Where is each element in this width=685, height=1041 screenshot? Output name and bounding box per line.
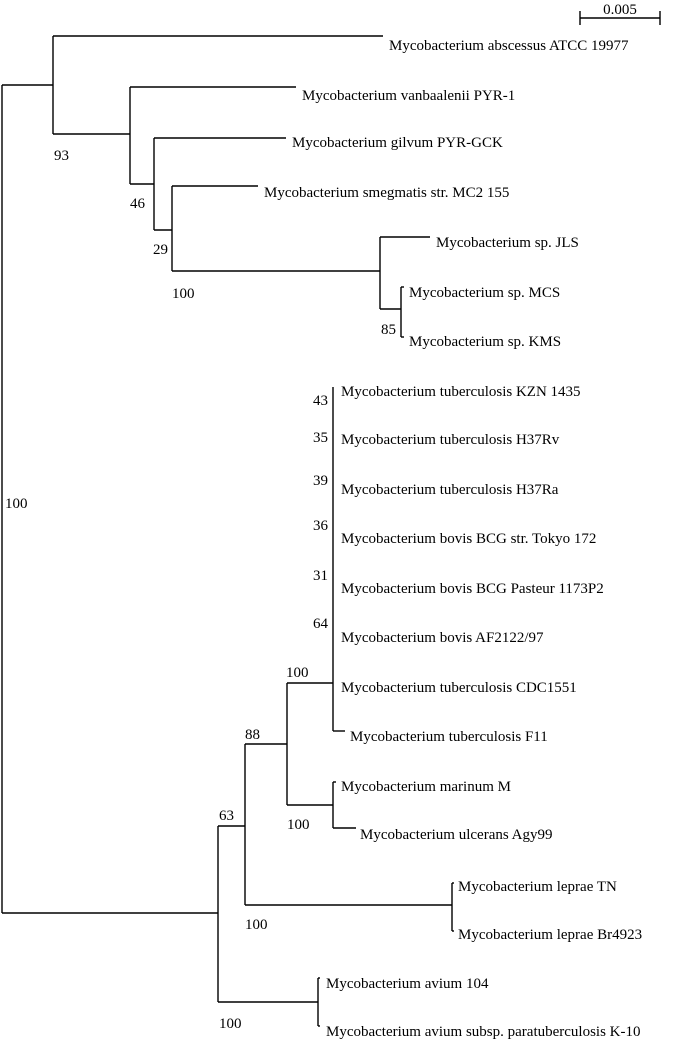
bootstrap-value: 100 [286, 665, 309, 681]
bootstrap-value: 43 [313, 393, 328, 409]
taxon-label: Mycobacterium tuberculosis F11 [350, 729, 548, 745]
bootstrap-values: 93 46 29 100 85 100 43 35 39 36 31 64 10… [5, 148, 396, 1032]
taxon-label: Mycobacterium sp. KMS [409, 334, 561, 350]
taxon-label: Mycobacterium marinum M [341, 779, 511, 795]
bootstrap-value: 39 [313, 473, 328, 489]
bootstrap-value: 64 [313, 616, 329, 632]
taxon-label: Mycobacterium abscessus ATCC 19977 [389, 38, 629, 54]
bootstrap-value: 35 [313, 430, 328, 446]
taxon-label: Mycobacterium bovis BCG Pasteur 1173P2 [341, 581, 604, 597]
taxon-label: Mycobacterium smegmatis str. MC2 155 [264, 185, 509, 201]
taxon-label: Mycobacterium gilvum PYR-GCK [292, 135, 503, 151]
bootstrap-value: 93 [54, 148, 69, 164]
taxon-label: Mycobacterium tuberculosis KZN 1435 [341, 384, 581, 400]
taxon-label: Mycobacterium bovis AF2122/97 [341, 630, 544, 646]
scale-bar: 0.005 [579, 2, 661, 25]
bootstrap-value: 46 [130, 196, 146, 212]
taxon-label: Mycobacterium sp. JLS [436, 235, 579, 251]
taxon-label: Mycobacterium vanbaalenii PYR-1 [302, 88, 515, 104]
bootstrap-value: 100 [5, 496, 28, 512]
bootstrap-value: 29 [153, 242, 168, 258]
taxon-label: Mycobacterium tuberculosis H37Ra [341, 482, 559, 498]
bootstrap-value: 63 [219, 808, 234, 824]
bootstrap-value: 100 [172, 286, 195, 302]
taxon-label: Mycobacterium leprae Br4923 [458, 927, 642, 943]
taxon-label: Mycobacterium avium 104 [326, 976, 489, 992]
taxon-label: Mycobacterium tuberculosis H37Rv [341, 432, 560, 448]
bootstrap-value: 85 [381, 322, 396, 338]
taxon-label: Mycobacterium leprae TN [458, 879, 617, 895]
bootstrap-value: 88 [245, 727, 260, 743]
scale-bar-label: 0.005 [603, 2, 637, 18]
taxon-label: Mycobacterium bovis BCG str. Tokyo 172 [341, 531, 596, 547]
bootstrap-value: 100 [245, 917, 268, 933]
bootstrap-value: 100 [287, 817, 310, 833]
taxon-labels: Mycobacterium abscessus ATCC 19977 Mycob… [264, 38, 642, 1040]
taxon-label: Mycobacterium ulcerans Agy99 [360, 827, 552, 843]
taxon-label: Mycobacterium avium subsp. paratuberculo… [326, 1024, 641, 1040]
taxon-label: Mycobacterium tuberculosis CDC1551 [341, 680, 577, 696]
tree-branches [1, 35, 454, 1027]
bootstrap-value: 100 [219, 1016, 242, 1032]
taxon-label: Mycobacterium sp. MCS [409, 285, 560, 301]
bootstrap-value: 31 [313, 568, 328, 584]
bootstrap-value: 36 [313, 518, 329, 534]
